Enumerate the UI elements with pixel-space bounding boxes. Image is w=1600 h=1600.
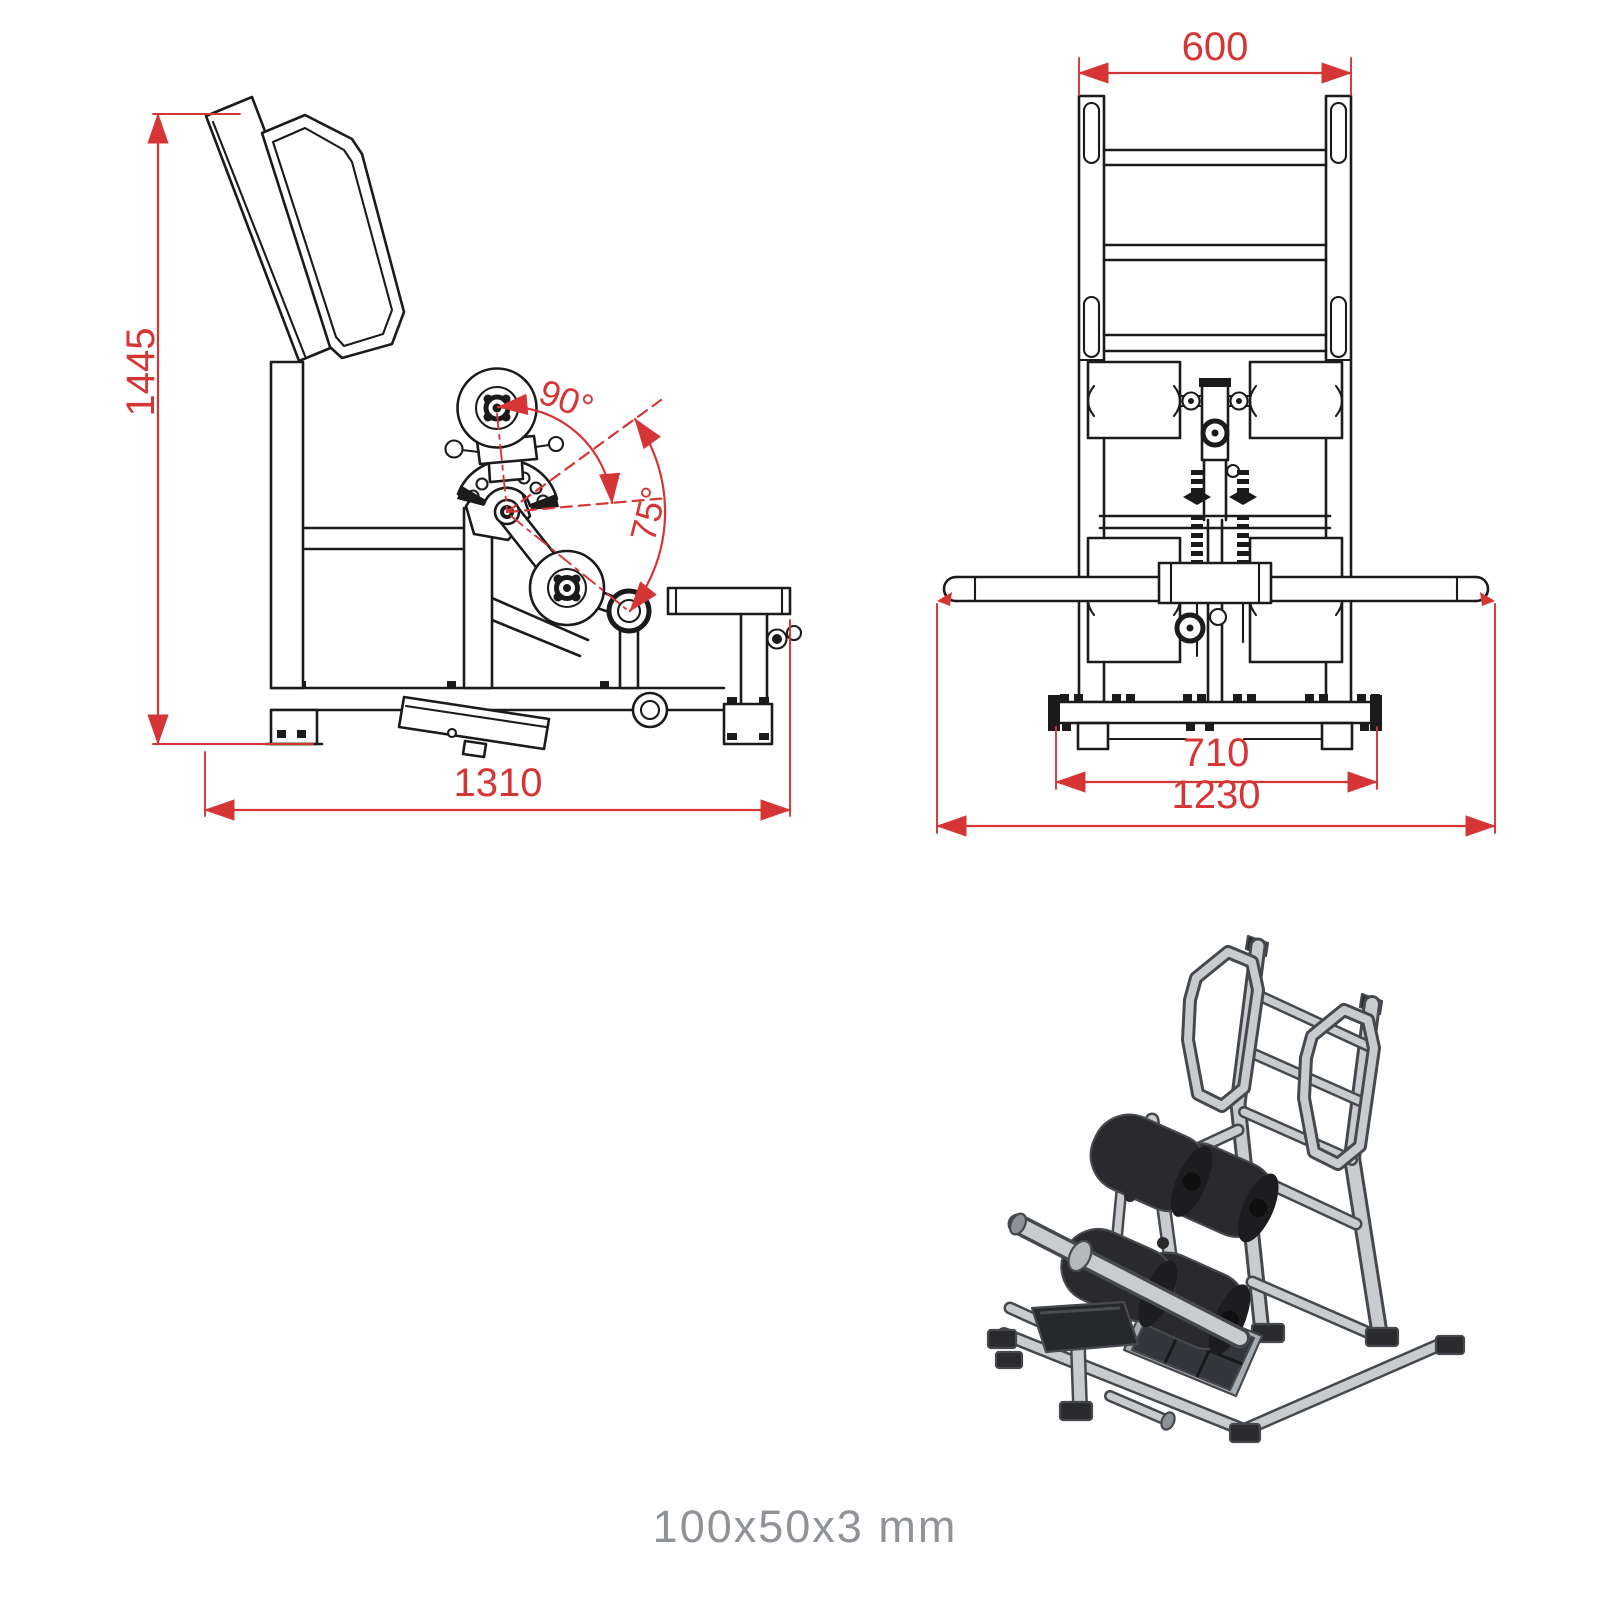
front-view-drawing: 600 710 1230 xyxy=(935,25,1497,837)
angle-arc-75 xyxy=(628,417,667,613)
seat-pad-iso xyxy=(1030,1300,1140,1354)
upper-roller-left xyxy=(1086,360,1182,440)
handle-width-label: 600 xyxy=(1182,25,1249,69)
lower-angle-label: 75° xyxy=(622,483,675,546)
base-width-label: 710 xyxy=(1183,731,1250,775)
foam-roller xyxy=(1089,1113,1213,1217)
front-base xyxy=(1048,694,1382,751)
base-roller xyxy=(631,691,669,729)
isometric-view xyxy=(986,934,1466,1444)
upper-roller-right xyxy=(1248,360,1344,440)
base-foot-left xyxy=(269,708,319,746)
profile-caption: 100x50x3 mm xyxy=(653,1501,958,1552)
angle-arc-90 xyxy=(496,393,621,505)
front-view-dimensions: 600 710 1230 xyxy=(935,25,1497,837)
upper-angle-label: 90° xyxy=(534,371,599,428)
bar-width-label: 1230 xyxy=(1172,773,1261,817)
ladder-rungs xyxy=(1102,148,1328,353)
lower-roller xyxy=(528,549,606,627)
seat-pad xyxy=(666,586,792,616)
height-dim-label: 1445 xyxy=(119,328,163,417)
side-view-drawing: 90° 75° 1445 1310 xyxy=(119,95,803,821)
length-dim-label: 1310 xyxy=(454,761,543,805)
mast xyxy=(462,506,494,690)
main-post xyxy=(269,360,305,690)
handle-loop-side xyxy=(260,113,406,360)
seat-assembly xyxy=(666,586,803,746)
